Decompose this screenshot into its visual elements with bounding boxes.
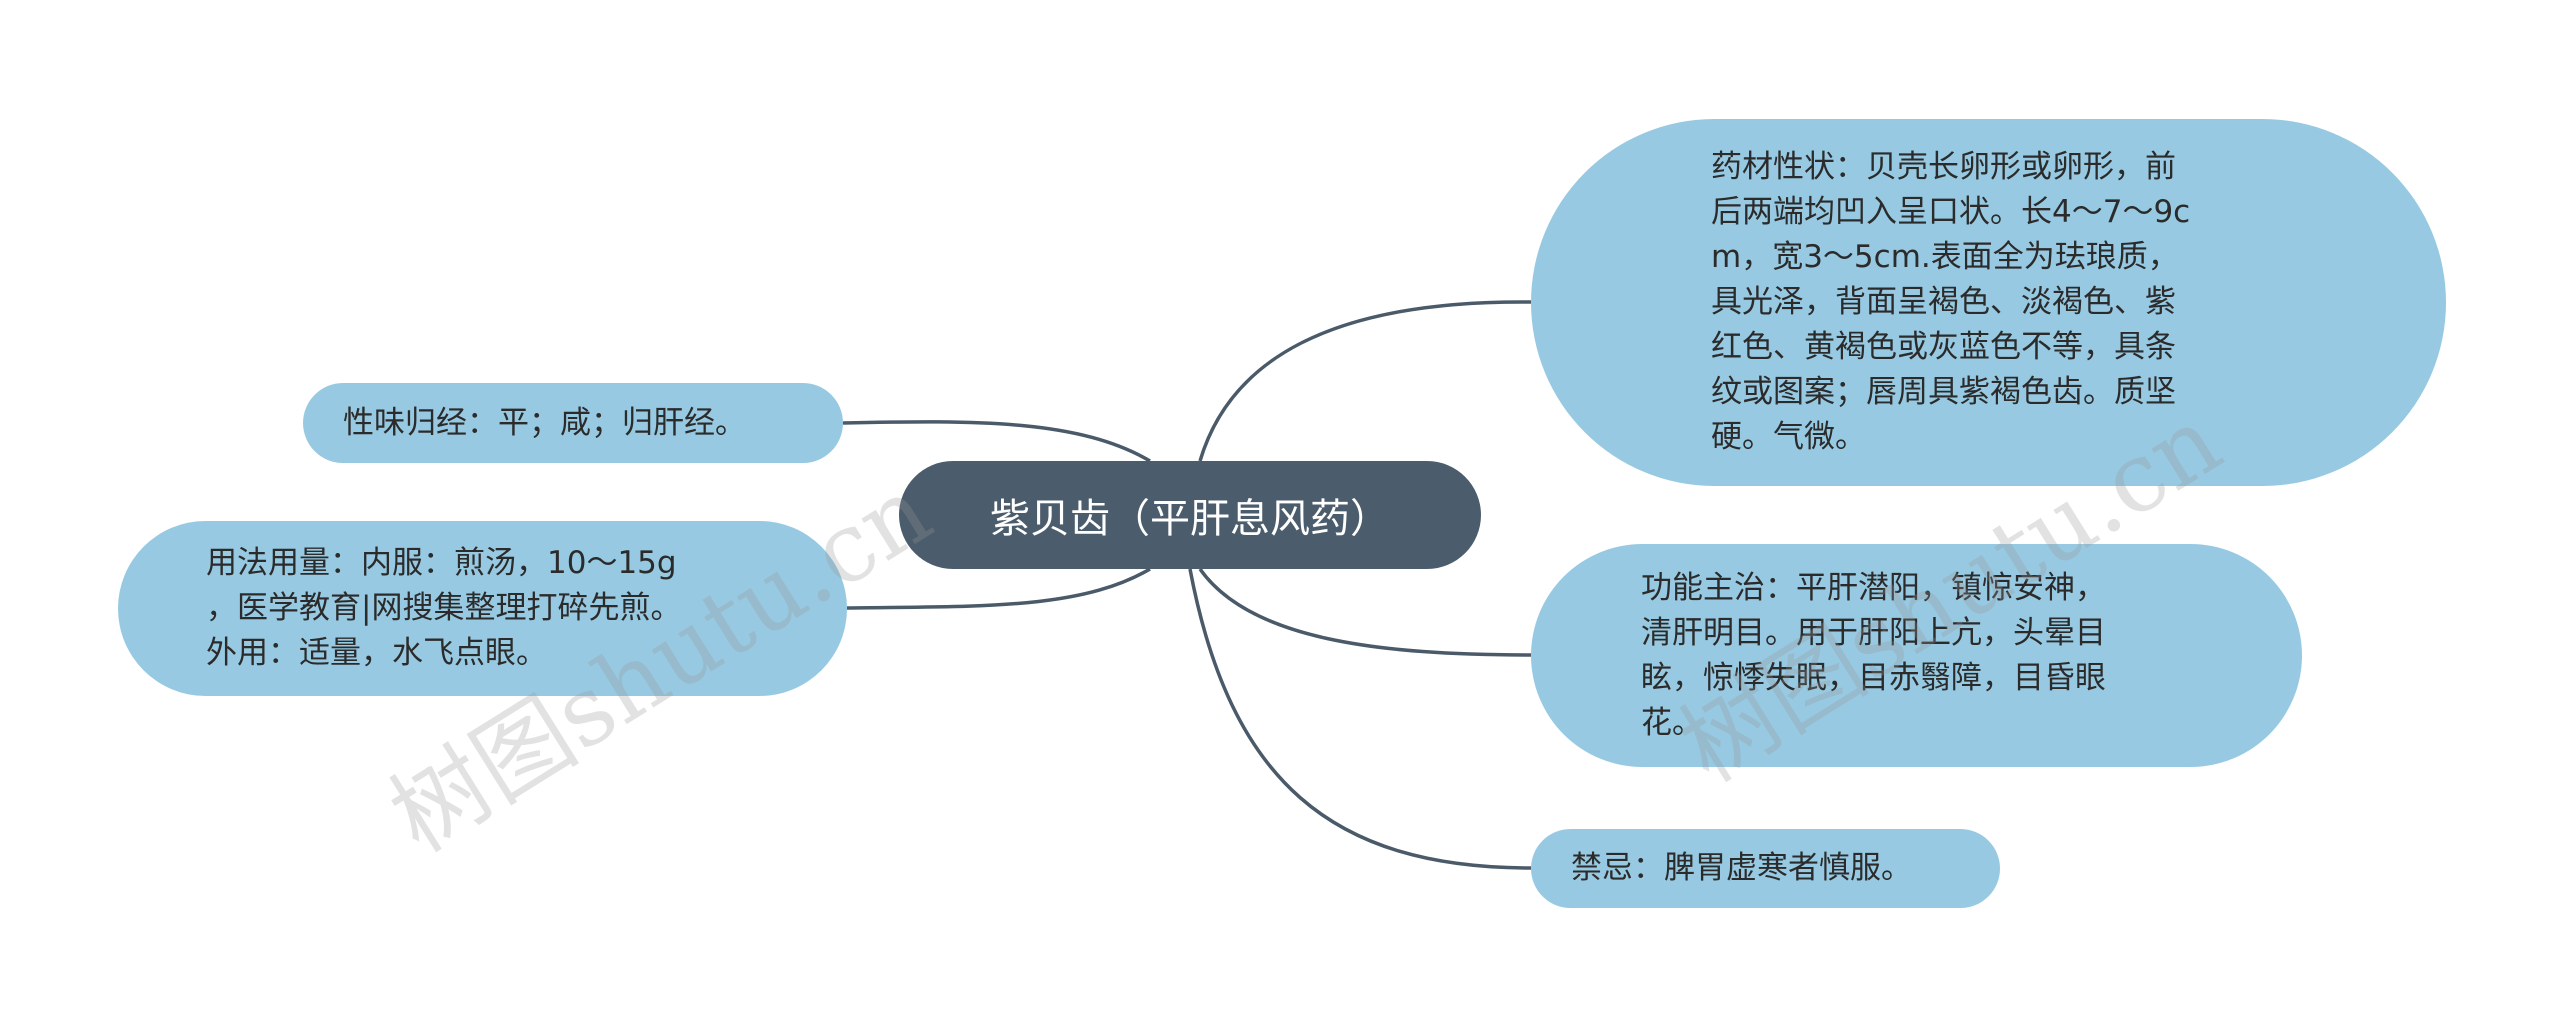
node-function-indication-text: 功能主治：平肝潜阳，镇惊安神， 清肝明目。用于肝阳上亢，头晕目 眩，惊悸失眠，目…	[1641, 569, 2106, 741]
node-contraindication[interactable]: 禁忌：脾胃虚寒者慎服。	[1531, 829, 2000, 908]
node-nature-meridian[interactable]: 性味归经：平；咸；归肝经。	[303, 383, 843, 463]
link-jinji	[1188, 568, 1532, 870]
node-contraindication-text: 禁忌：脾胃虚寒者慎服。	[1571, 850, 1912, 886]
node-material-traits-text: 药材性状：贝壳长卵形或卵形，前 后两端均凹入呈口状。长4～7～9c m，宽3～5…	[1711, 149, 2191, 455]
node-usage-dosage[interactable]: 用法用量：内服：煎汤，10～15g ，医学教育|网搜集整理打碎先煎。 外用：适量…	[118, 521, 847, 696]
link-gongneng	[1198, 567, 1532, 657]
node-nature-meridian-text: 性味归经：平；咸；归肝经。	[343, 404, 746, 441]
link-yaocai	[1198, 300, 1532, 462]
central-topic[interactable]: 紫贝齿（平肝息风药）	[899, 461, 1481, 569]
central-topic-label: 紫贝齿（平肝息风药）	[990, 496, 1390, 542]
node-usage-dosage-text: 用法用量：内服：煎汤，10～15g ，医学教育|网搜集整理打碎先煎。 外用：适量…	[206, 545, 682, 671]
node-material-traits[interactable]: 药材性状：贝壳长卵形或卵形，前 后两端均凹入呈口状。长4～7～9c m，宽3～5…	[1531, 119, 2446, 486]
node-function-indication[interactable]: 功能主治：平肝潜阳，镇惊安神， 清肝明目。用于肝阳上亢，头晕目 眩，惊悸失眠，目…	[1531, 544, 2302, 767]
link-xingwei	[842, 420, 1151, 463]
link-yongfa	[846, 567, 1151, 610]
